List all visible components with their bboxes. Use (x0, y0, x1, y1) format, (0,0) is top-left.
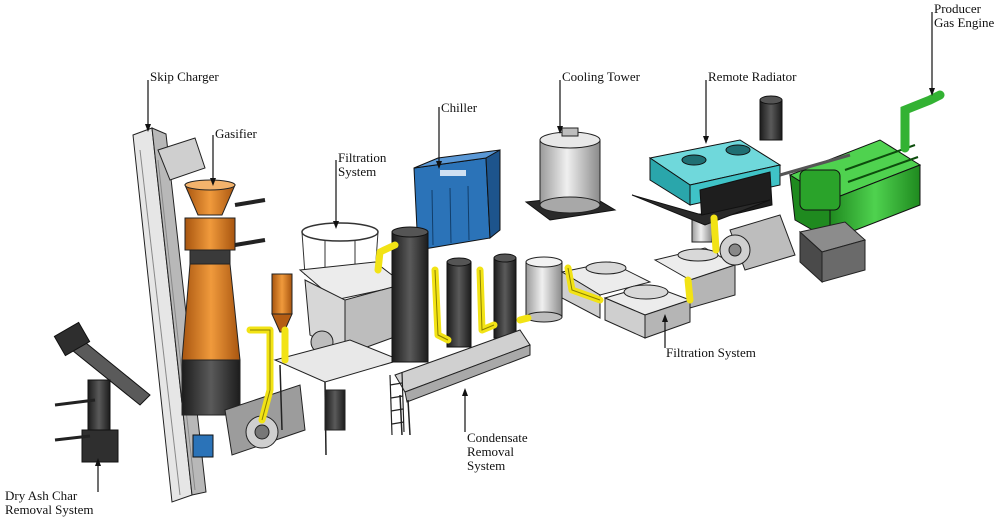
filtration-system-cage (298, 222, 407, 356)
label-cooling-tower: Cooling Tower (562, 69, 641, 84)
label-skip-charger: Skip Charger (150, 69, 219, 84)
label-gasifier: Gasifier (215, 126, 258, 141)
access-ladder (389, 371, 405, 436)
cooling-tower-unit (524, 127, 617, 221)
buffer-tank (525, 256, 563, 323)
leader-lines (95, 12, 935, 492)
label-producer-gas-engine-2: Gas Engine (934, 15, 995, 30)
cyclone-separator (271, 273, 293, 333)
label-dry-ash-2: Removal System (5, 502, 93, 517)
gasifier-unit (181, 179, 266, 458)
label-condensate-removal-1: Condensate (467, 430, 528, 445)
gas-piping-outline (250, 267, 601, 421)
label-filtration-system-top-1: Filtration (338, 150, 387, 165)
label-dry-ash-1: Dry Ash Char (5, 488, 78, 503)
scrubber-columns (391, 226, 517, 363)
filtration-system-boxes (560, 213, 737, 339)
label-producer-gas-engine-1: Producer (934, 1, 982, 16)
label-chiller: Chiller (441, 100, 478, 115)
dry-ash-removal-unit (53, 321, 151, 463)
remote-radiator-unit (631, 95, 783, 226)
equipment-platform (273, 339, 402, 456)
label-condensate-removal-3: System (467, 458, 505, 473)
engine-blower (719, 214, 796, 271)
label-filtration-system-top-2: System (338, 164, 376, 179)
component-labels: Skip Charger Gasifier Filtration System … (5, 1, 995, 517)
label-filtration-system-bottom: Filtration System (666, 345, 756, 360)
condensate-removal-trough (394, 329, 531, 436)
label-remote-radiator: Remote Radiator (708, 69, 797, 84)
producer-gas-engine-unit (779, 90, 945, 284)
chiller-unit (413, 149, 501, 251)
label-condensate-removal-2: Removal (467, 444, 514, 459)
